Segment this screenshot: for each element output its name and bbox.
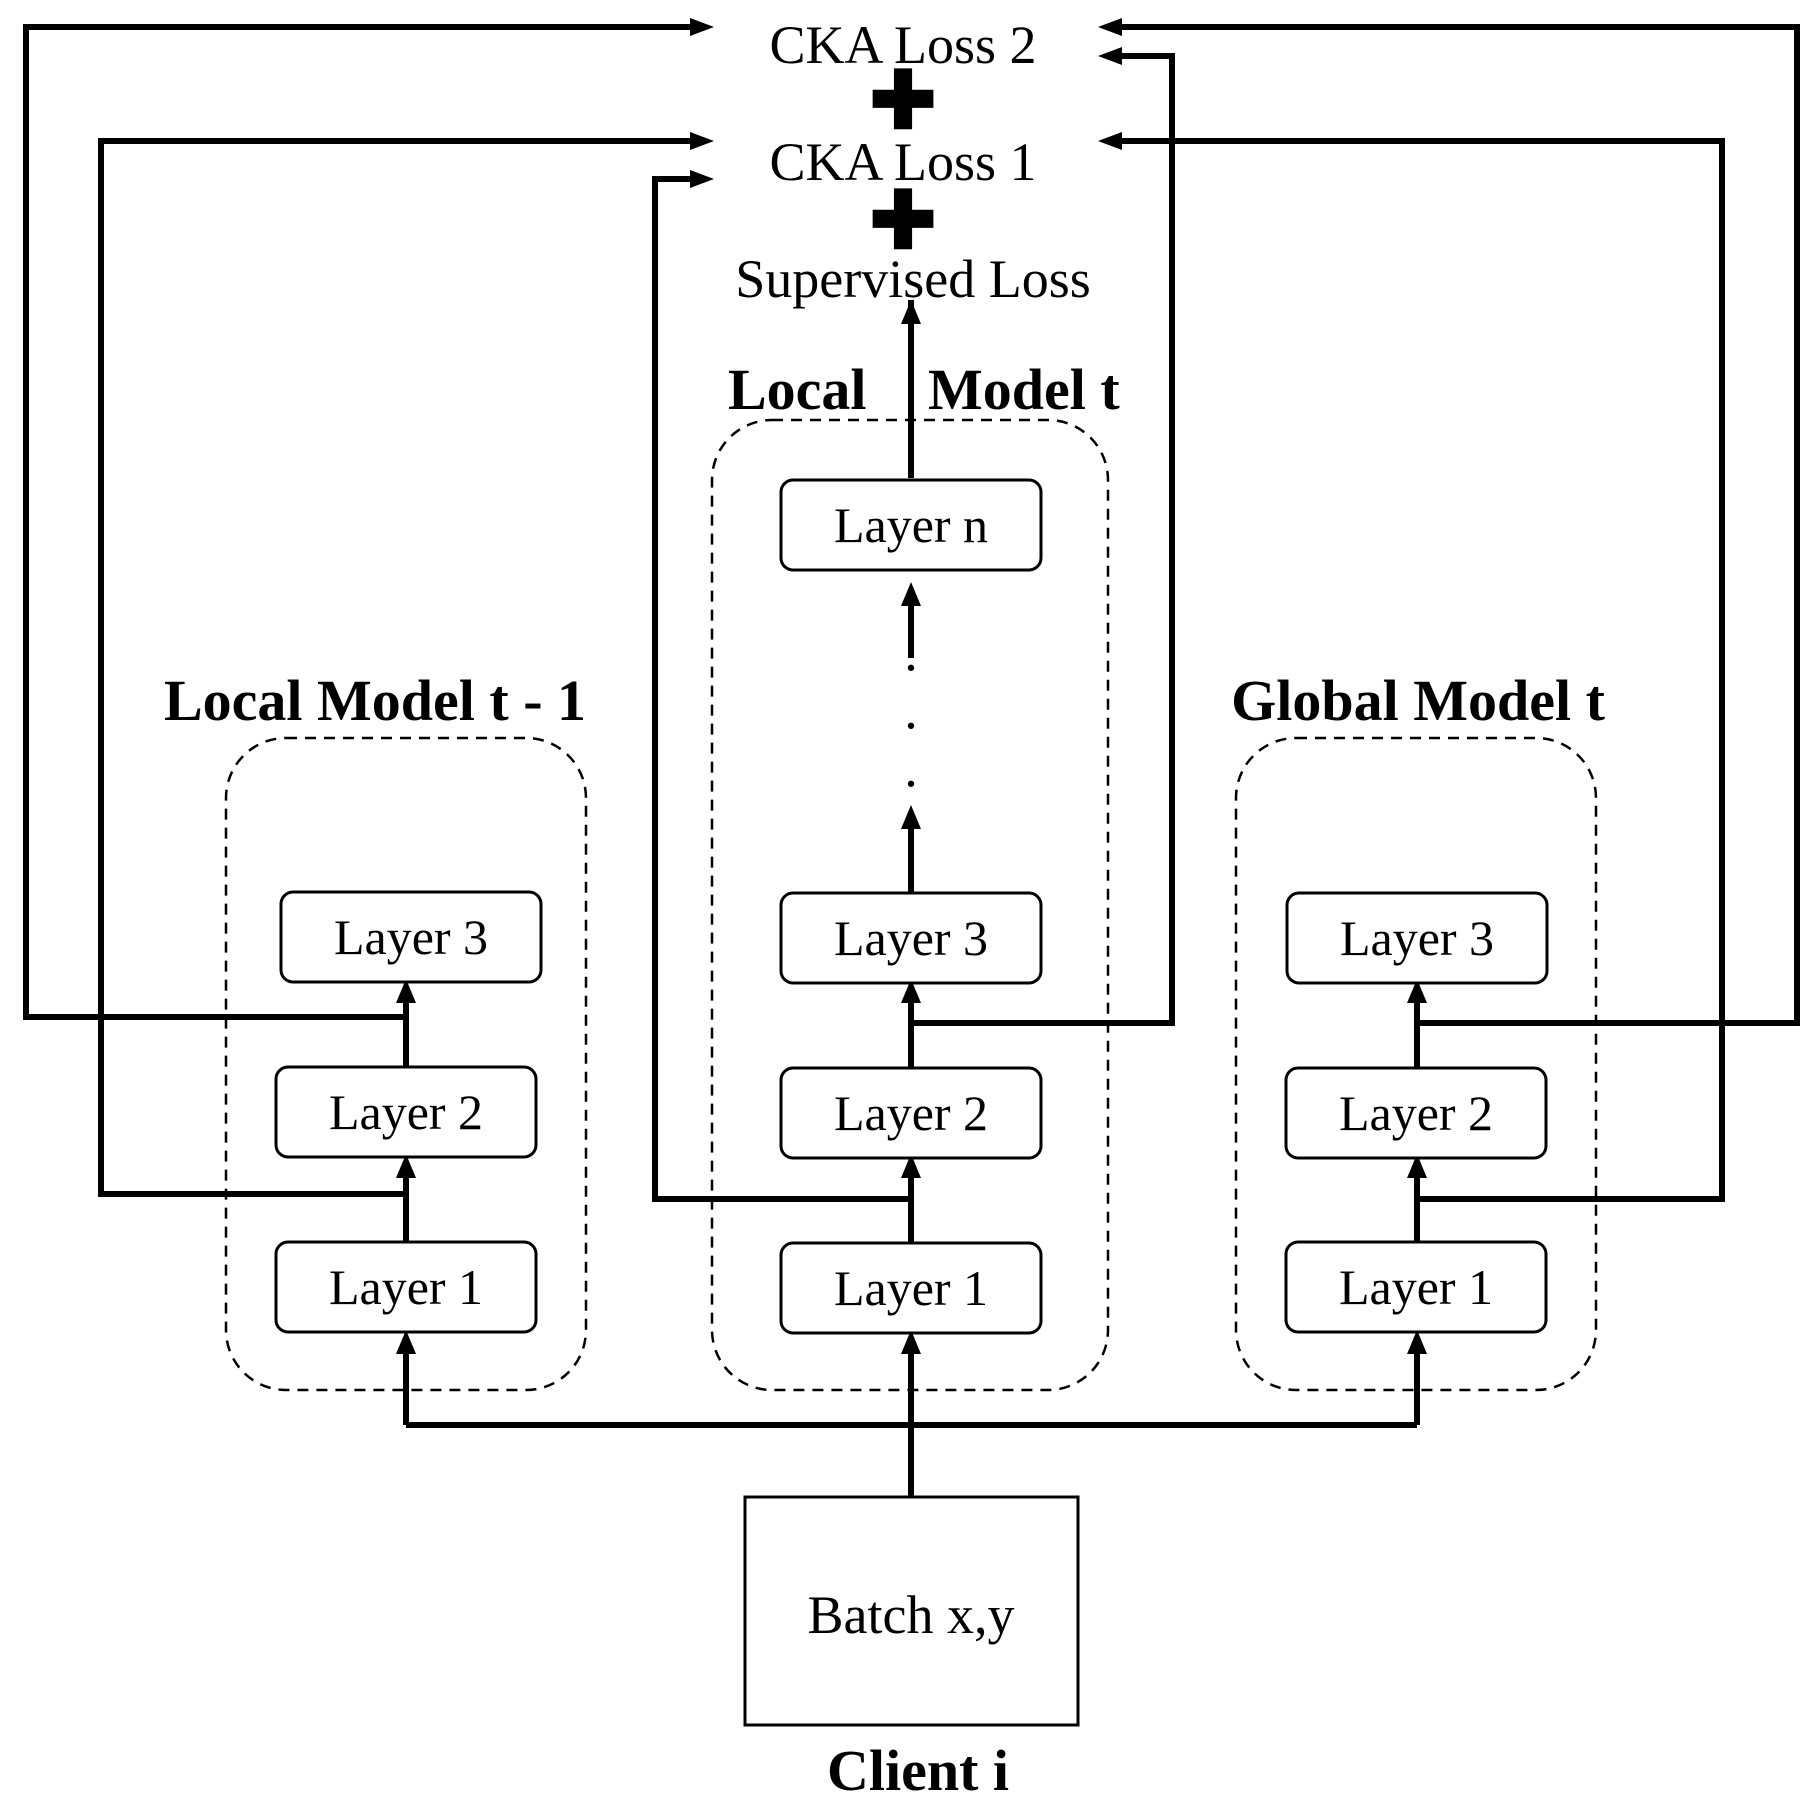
global-model-t-layer-2: Layer 2 (1284, 1066, 1548, 1160)
arrow-head-icon (690, 132, 714, 150)
local-model-t-title-part2: Model t (928, 357, 1120, 422)
layer-label: Layer 3 (834, 910, 988, 966)
supervised-loss-label: Supervised Loss (735, 249, 1090, 309)
plus-icon: ✚ (869, 58, 936, 146)
local-model-t-1-layer-2: Layer 2 (274, 1065, 538, 1159)
arrow-head-icon (1407, 979, 1427, 1003)
global-model-t-layer-3: Layer 3 (1285, 891, 1549, 985)
arrow-head-icon (901, 805, 921, 829)
arrow-head-icon (901, 300, 921, 324)
cka2-path-local (911, 53, 1175, 1026)
batch-label: Batch x,y (808, 1585, 1015, 1645)
client-input-connector (403, 1352, 1420, 1497)
local-model-t-layer-n: Layer n (779, 478, 1043, 572)
arrow-head-icon (901, 1330, 921, 1354)
cka2-path-global (1120, 24, 1800, 1026)
layer-label: Layer 2 (329, 1084, 483, 1140)
local-model-t-layer-2: Layer 2 (779, 1066, 1043, 1160)
client-batch-box: Batch x,y (743, 1495, 1080, 1727)
arrow-head-icon (901, 582, 921, 606)
layer-label: Layer n (834, 497, 988, 553)
arrow-head-icon (396, 1330, 416, 1354)
ellipsis-dot: . (904, 622, 918, 682)
arrow-head-icon (1407, 1330, 1427, 1354)
layer-label: Layer 1 (1339, 1259, 1493, 1315)
global-model-t-layer-1: Layer 1 (1284, 1240, 1548, 1334)
plus-icon: ✚ (869, 178, 936, 266)
ellipsis-dot: . (904, 738, 918, 798)
layer-label: Layer 3 (1340, 910, 1494, 966)
ellipsis-dot: . (904, 680, 918, 740)
arrow-head-icon (396, 1154, 416, 1178)
local-model-t-1-container (224, 736, 588, 1392)
cka-loss-1-label: CKA Loss 1 (769, 132, 1036, 192)
cka2-path-local-prev (23, 24, 700, 1020)
layer-label: Layer 2 (834, 1085, 988, 1141)
layer-label: Layer 1 (834, 1260, 988, 1316)
cka-loss-2-label: CKA Loss 2 (769, 15, 1036, 75)
arrow-head-icon (1098, 18, 1122, 36)
arrow-head-icon (1407, 1154, 1427, 1178)
local-model-t-layer-1: Layer 1 (779, 1241, 1043, 1335)
cka1-path-global (1120, 138, 1725, 1202)
global-model-t-title: Global Model t (1231, 668, 1605, 733)
cka1-path-local-prev (98, 138, 700, 1197)
arrow-head-icon (901, 1154, 921, 1178)
arrow-head-icon (690, 18, 714, 36)
layer-label: Layer 2 (1339, 1085, 1493, 1141)
layer-label: Layer 1 (329, 1259, 483, 1315)
layer-label: Layer 3 (334, 909, 488, 965)
arrow-head-icon (396, 979, 416, 1003)
client-label: Client i (827, 1738, 1009, 1803)
arrow-head-icon (1098, 47, 1122, 65)
local-model-t-layer-3: Layer 3 (779, 891, 1043, 985)
local-model-t-1-title: Local Model t - 1 (164, 668, 586, 733)
local-model-t-1-layer-1: Layer 1 (274, 1240, 538, 1334)
arrow-head-icon (1098, 132, 1122, 150)
arrow-head-icon (690, 170, 714, 188)
arrow-head-icon (901, 979, 921, 1003)
local-model-t-title-part1: Local (728, 357, 867, 422)
local-model-t-1-layer-3: Layer 3 (279, 890, 543, 984)
cka1-path-local (652, 176, 911, 1202)
global-model-t-container (1234, 736, 1598, 1392)
